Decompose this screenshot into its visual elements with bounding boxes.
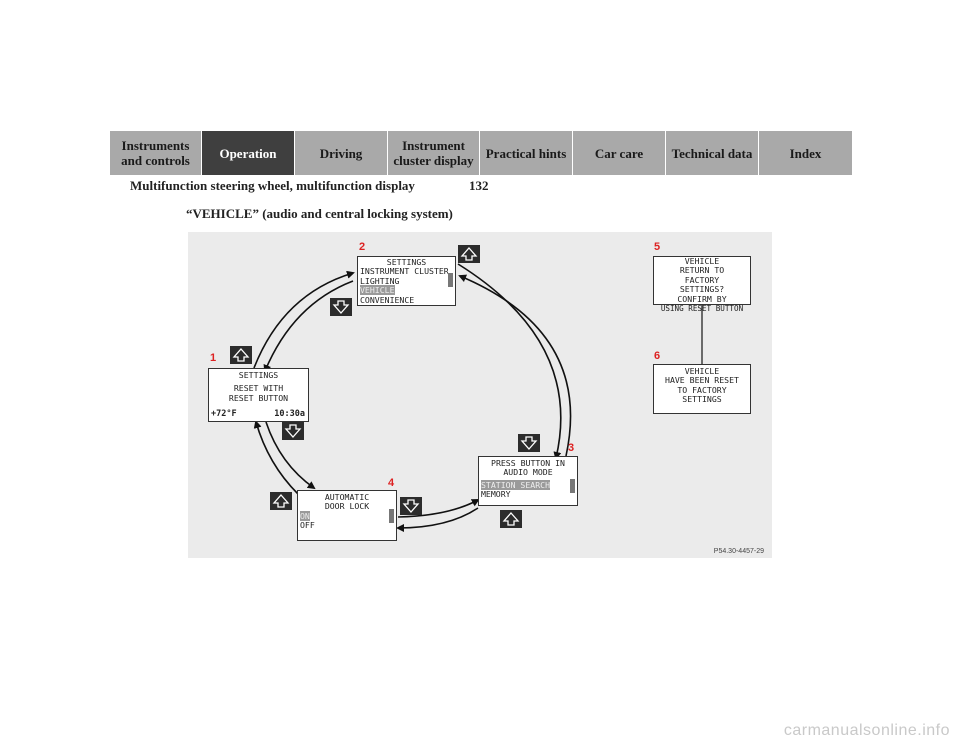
settings-menu-diagram: 1 SETTINGS RESET WITH RESET BUTTON +72°F…	[188, 232, 772, 558]
down-button-icon	[282, 422, 304, 440]
tab-operation[interactable]: Operation	[202, 131, 295, 175]
arrow-1-to-2	[253, 270, 355, 369]
scroll-indicator	[570, 479, 575, 493]
down-button-icon	[330, 298, 352, 316]
step-number-6: 6	[654, 350, 661, 362]
arrow-3-to-2	[458, 274, 572, 457]
arrow-3-to-4	[396, 507, 479, 532]
flow-arrows	[253, 263, 703, 532]
down-button-icon	[518, 434, 540, 452]
arrow-1-to-4	[265, 421, 316, 490]
scroll-indicator	[448, 273, 453, 287]
display-audio-mode: PRESS BUTTON IN AUDIO MODE STATION SEARC…	[478, 456, 578, 506]
outside-temperature: +72°F	[211, 408, 237, 419]
page-number: 132	[469, 178, 489, 193]
tab-car-care[interactable]: Car care	[573, 131, 666, 175]
tab-index[interactable]: Index	[759, 131, 852, 175]
clock-time: 10:30a	[274, 408, 305, 419]
display-settings-menu: SETTINGS INSTRUMENT CLUSTER LIGHTING VEH…	[357, 256, 456, 306]
display-automatic-door-lock: AUTOMATIC DOOR LOCK ON OFF	[297, 490, 397, 541]
up-button-icon	[458, 245, 480, 263]
subsection-title: “VEHICLE” (audio and central locking sys…	[186, 206, 453, 221]
arrow-4-to-1	[253, 420, 299, 495]
selected-menu-item: STATION SEARCH	[481, 479, 551, 490]
arrow-2-to-3	[457, 263, 562, 460]
arrow-4-to-3	[397, 499, 480, 518]
tab-instrument-cluster-display[interactable]: Instrument cluster display	[388, 131, 480, 175]
selected-option: ON	[300, 510, 310, 521]
section-title: Multifunction steering wheel, multifunct…	[130, 178, 415, 193]
step-number-1: 1	[210, 352, 217, 364]
figure-code: P54.30-4457-29	[713, 548, 764, 555]
tab-practical-hints[interactable]: Practical hints	[480, 131, 573, 175]
up-button-icon	[230, 346, 252, 364]
section-tabs: Instruments and controls Operation Drivi…	[110, 131, 852, 175]
tab-technical-data[interactable]: Technical data	[666, 131, 759, 175]
step-number-5: 5	[654, 241, 661, 253]
display-settings-reset: SETTINGS RESET WITH RESET BUTTON +72°F 1…	[208, 368, 309, 422]
up-button-icon	[270, 492, 292, 510]
step-number-2: 2	[359, 241, 366, 253]
watermark-bar: carmanualsonline.info	[0, 722, 960, 742]
arrow-2-to-1	[263, 280, 354, 373]
tab-instruments-and-controls[interactable]: Instruments and controls	[110, 131, 202, 175]
scroll-indicator	[389, 509, 394, 523]
display-factory-settings-reset: VEHICLE HAVE BEEN RESET TO FACTORY SETTI…	[653, 364, 751, 414]
display-factory-settings-confirm: VEHICLE RETURN TO FACTORY SETTINGS? CONF…	[653, 256, 751, 313]
step-number-4: 4	[388, 477, 395, 489]
tab-driving[interactable]: Driving	[295, 131, 388, 175]
up-button-icon	[500, 510, 522, 528]
step-number-3: 3	[568, 442, 575, 454]
watermark-text: carmanualsonline.info	[783, 722, 950, 739]
selected-menu-item: VEHICLE	[360, 285, 395, 296]
down-button-icon	[400, 497, 422, 515]
